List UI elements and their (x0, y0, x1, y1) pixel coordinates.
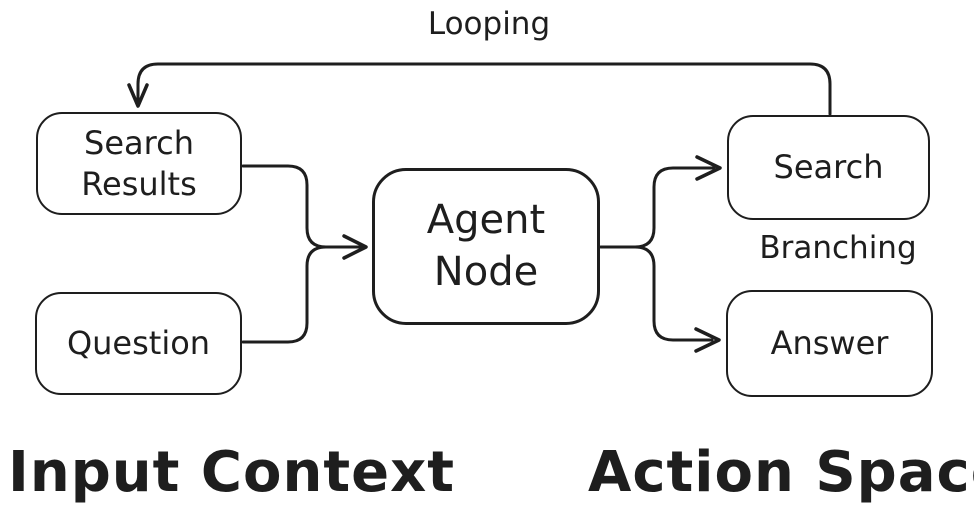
node-search-results: Search Results (36, 112, 242, 215)
node-agent-label-line1: Agent (426, 197, 546, 244)
node-search-label: Search (773, 148, 884, 187)
node-search-results-label-line2: Results (81, 164, 197, 203)
edge-looping-arrowhead-icon (127, 83, 149, 108)
edge-agent-to-answer-arrowhead-icon (694, 327, 721, 353)
input-context-group-label: Input Context (8, 440, 455, 505)
looping-label: Looping (427, 6, 551, 42)
node-agent: Agent Node (372, 168, 600, 325)
node-question: Question (35, 292, 242, 395)
node-search-results-label-line1: Search (84, 123, 194, 162)
branching-label: Branching (759, 230, 917, 266)
edge-merge-arrowhead-icon (342, 234, 368, 260)
node-question-label: Question (66, 324, 211, 363)
edge-question-to-agent (241, 245, 328, 344)
node-answer: Answer (726, 290, 933, 397)
edge-agent-to-answer (599, 245, 714, 342)
action-space-group-label: Action Space (588, 440, 974, 505)
edge-looping-arrow (136, 62, 832, 116)
edge-search-results-to-agent (241, 164, 363, 249)
node-answer-label: Answer (770, 324, 889, 363)
node-agent-label-line2: Node (433, 248, 539, 295)
edge-agent-to-search-arrowhead-icon (695, 155, 722, 181)
node-search: Search (727, 115, 930, 220)
edge-agent-to-search (599, 166, 716, 249)
